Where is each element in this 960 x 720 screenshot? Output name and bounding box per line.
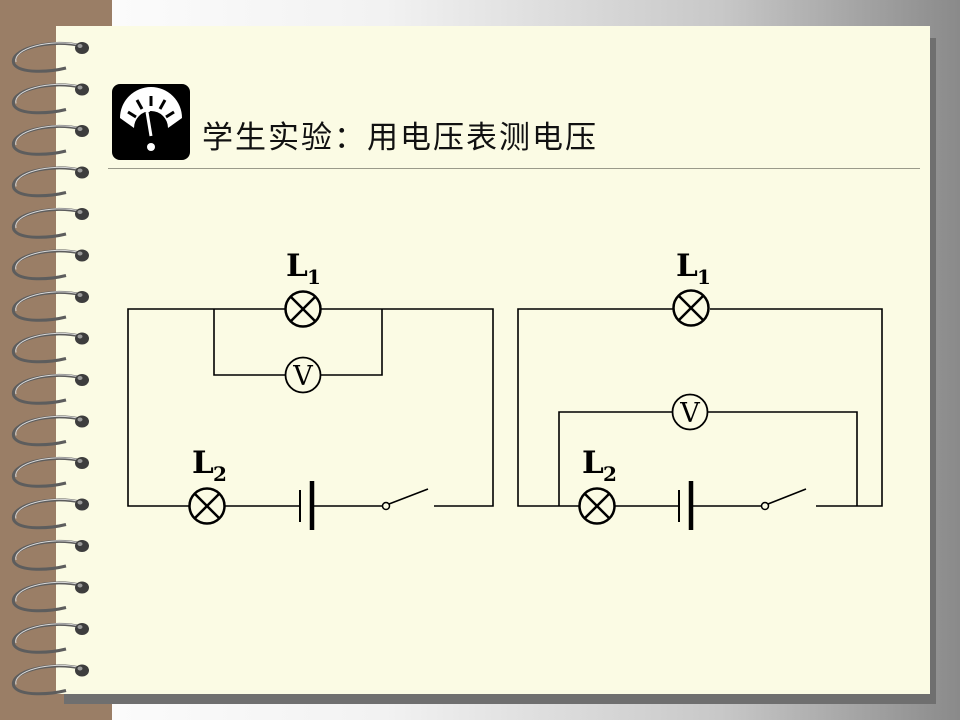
- spiral-ring: [12, 290, 89, 322]
- circuit-right-wires: [517, 308, 883, 507]
- lamp-l2-label: L: [582, 445, 604, 481]
- circuit-left: [127, 290, 494, 530]
- lamp-l2-label: L: [192, 445, 214, 481]
- lamp-l2-subscript: 2: [213, 462, 227, 486]
- lamp-l1-label: L: [286, 248, 308, 284]
- lamp-l1: [284, 290, 322, 328]
- spiral-ring: [12, 83, 89, 115]
- spiral-ring: [12, 581, 89, 613]
- title-divider: [108, 168, 920, 169]
- spiral-ring: [12, 249, 89, 281]
- spiral-ring: [12, 124, 89, 156]
- lamp-l1-label: L: [676, 248, 698, 284]
- switch: [760, 488, 807, 511]
- battery: [678, 481, 694, 530]
- switch: [381, 488, 429, 511]
- circuit-left-wires: [127, 308, 494, 507]
- voltmeter: [671, 393, 709, 431]
- spiral-ring: [12, 332, 89, 364]
- voltmeter-gauge-icon: [112, 84, 190, 160]
- lamp-l1-subscript: 1: [307, 265, 321, 289]
- spiral-ring: [12, 622, 89, 654]
- spiral-ring: [12, 664, 89, 696]
- battery: [299, 481, 315, 530]
- voltmeter-label: V: [679, 398, 700, 429]
- spiral-ring: [12, 207, 89, 239]
- circuit-right: [517, 289, 883, 530]
- lamp-l1-subscript: 1: [697, 265, 711, 289]
- lamp-l2: [578, 487, 616, 525]
- lamp-l2: [188, 487, 226, 525]
- page-title: 学生实验：用电压表测电压: [202, 120, 598, 156]
- spiral-ring: [12, 373, 89, 405]
- voltmeter-label: V: [292, 361, 313, 392]
- lamp-l1: [672, 289, 710, 327]
- lamp-l2-subscript: 2: [603, 462, 617, 486]
- spiral-ring: [12, 41, 89, 73]
- spiral-ring: [12, 539, 89, 571]
- spiral-ring: [12, 456, 89, 488]
- spiral-ring: [12, 415, 89, 447]
- spiral-ring: [12, 498, 89, 530]
- spiral-ring: [12, 166, 89, 198]
- voltmeter: [284, 356, 322, 394]
